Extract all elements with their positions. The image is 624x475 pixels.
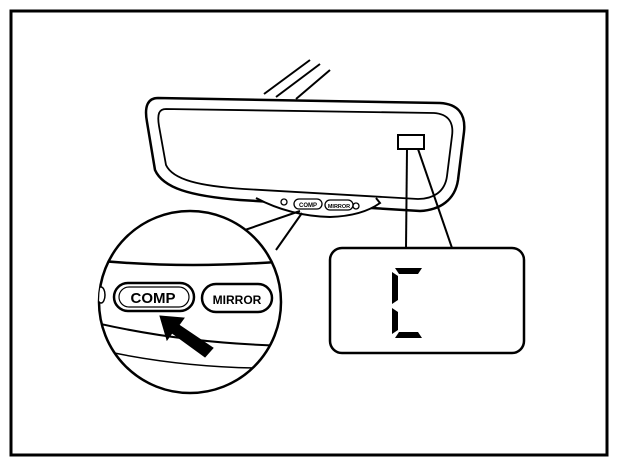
zoom-left-sensor	[99, 286, 106, 304]
display-leader-lines	[405, 148, 453, 249]
light-sensor-right	[352, 202, 360, 210]
display-callout: C	[328, 246, 526, 355]
figure-frame	[9, 9, 609, 457]
comp-button-small[interactable]: COMP	[293, 198, 323, 210]
light-sensor-left	[280, 198, 288, 206]
comp-button-label: COMP	[131, 290, 176, 307]
comp-button-small-label: COMP	[299, 203, 317, 209]
zoom-leader-lines	[241, 210, 303, 251]
mirror-button[interactable]: MIRROR	[200, 282, 274, 314]
mirror-inner-frame	[157, 108, 454, 200]
comp-button[interactable]: COMP	[112, 281, 196, 313]
mirror-button-small-label: MIRROR	[328, 204, 350, 210]
press-arrow-icon	[159, 315, 214, 358]
zoom-callout: COMP MIRROR	[97, 209, 283, 395]
rearview-mirror: COMP MIRROR	[144, 96, 466, 219]
mirror-stem	[263, 59, 331, 100]
mirror-button-small[interactable]: MIRROR	[324, 199, 354, 211]
mirror-display-window	[397, 134, 425, 150]
segment-display-c	[392, 268, 422, 338]
mirror-button-label: MIRROR	[213, 293, 262, 307]
